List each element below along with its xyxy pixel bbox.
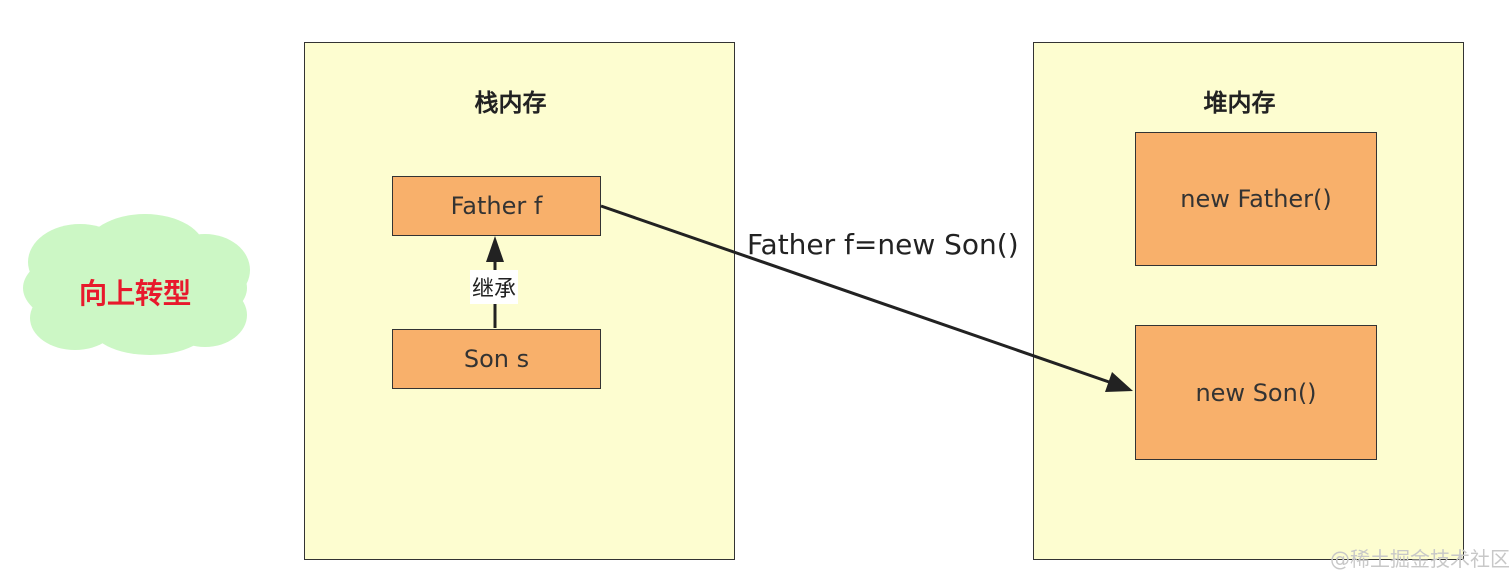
- inheritance-label: 继承: [470, 270, 519, 304]
- watermark-text: @稀土掘金技术社区: [1330, 547, 1510, 571]
- new-father-object-box: new Father(): [1135, 132, 1377, 266]
- heap-memory-title: 堆内存: [1203, 89, 1276, 117]
- son-reference-box: Son s: [392, 329, 601, 389]
- father-reference-box: Father f: [392, 176, 601, 236]
- reference-assignment-label: Father f=new Son(): [747, 228, 1019, 261]
- upcast-label: 向上转型: [79, 277, 192, 310]
- cloud-shape: [23, 214, 250, 355]
- new-son-object-box: new Son(): [1135, 325, 1377, 460]
- heap-memory-panel: 堆内存: [1033, 42, 1464, 560]
- stack-memory-panel: 栈内存: [304, 42, 735, 560]
- stack-memory-title: 栈内存: [474, 89, 547, 117]
- reference-arrow: [600, 204, 1133, 392]
